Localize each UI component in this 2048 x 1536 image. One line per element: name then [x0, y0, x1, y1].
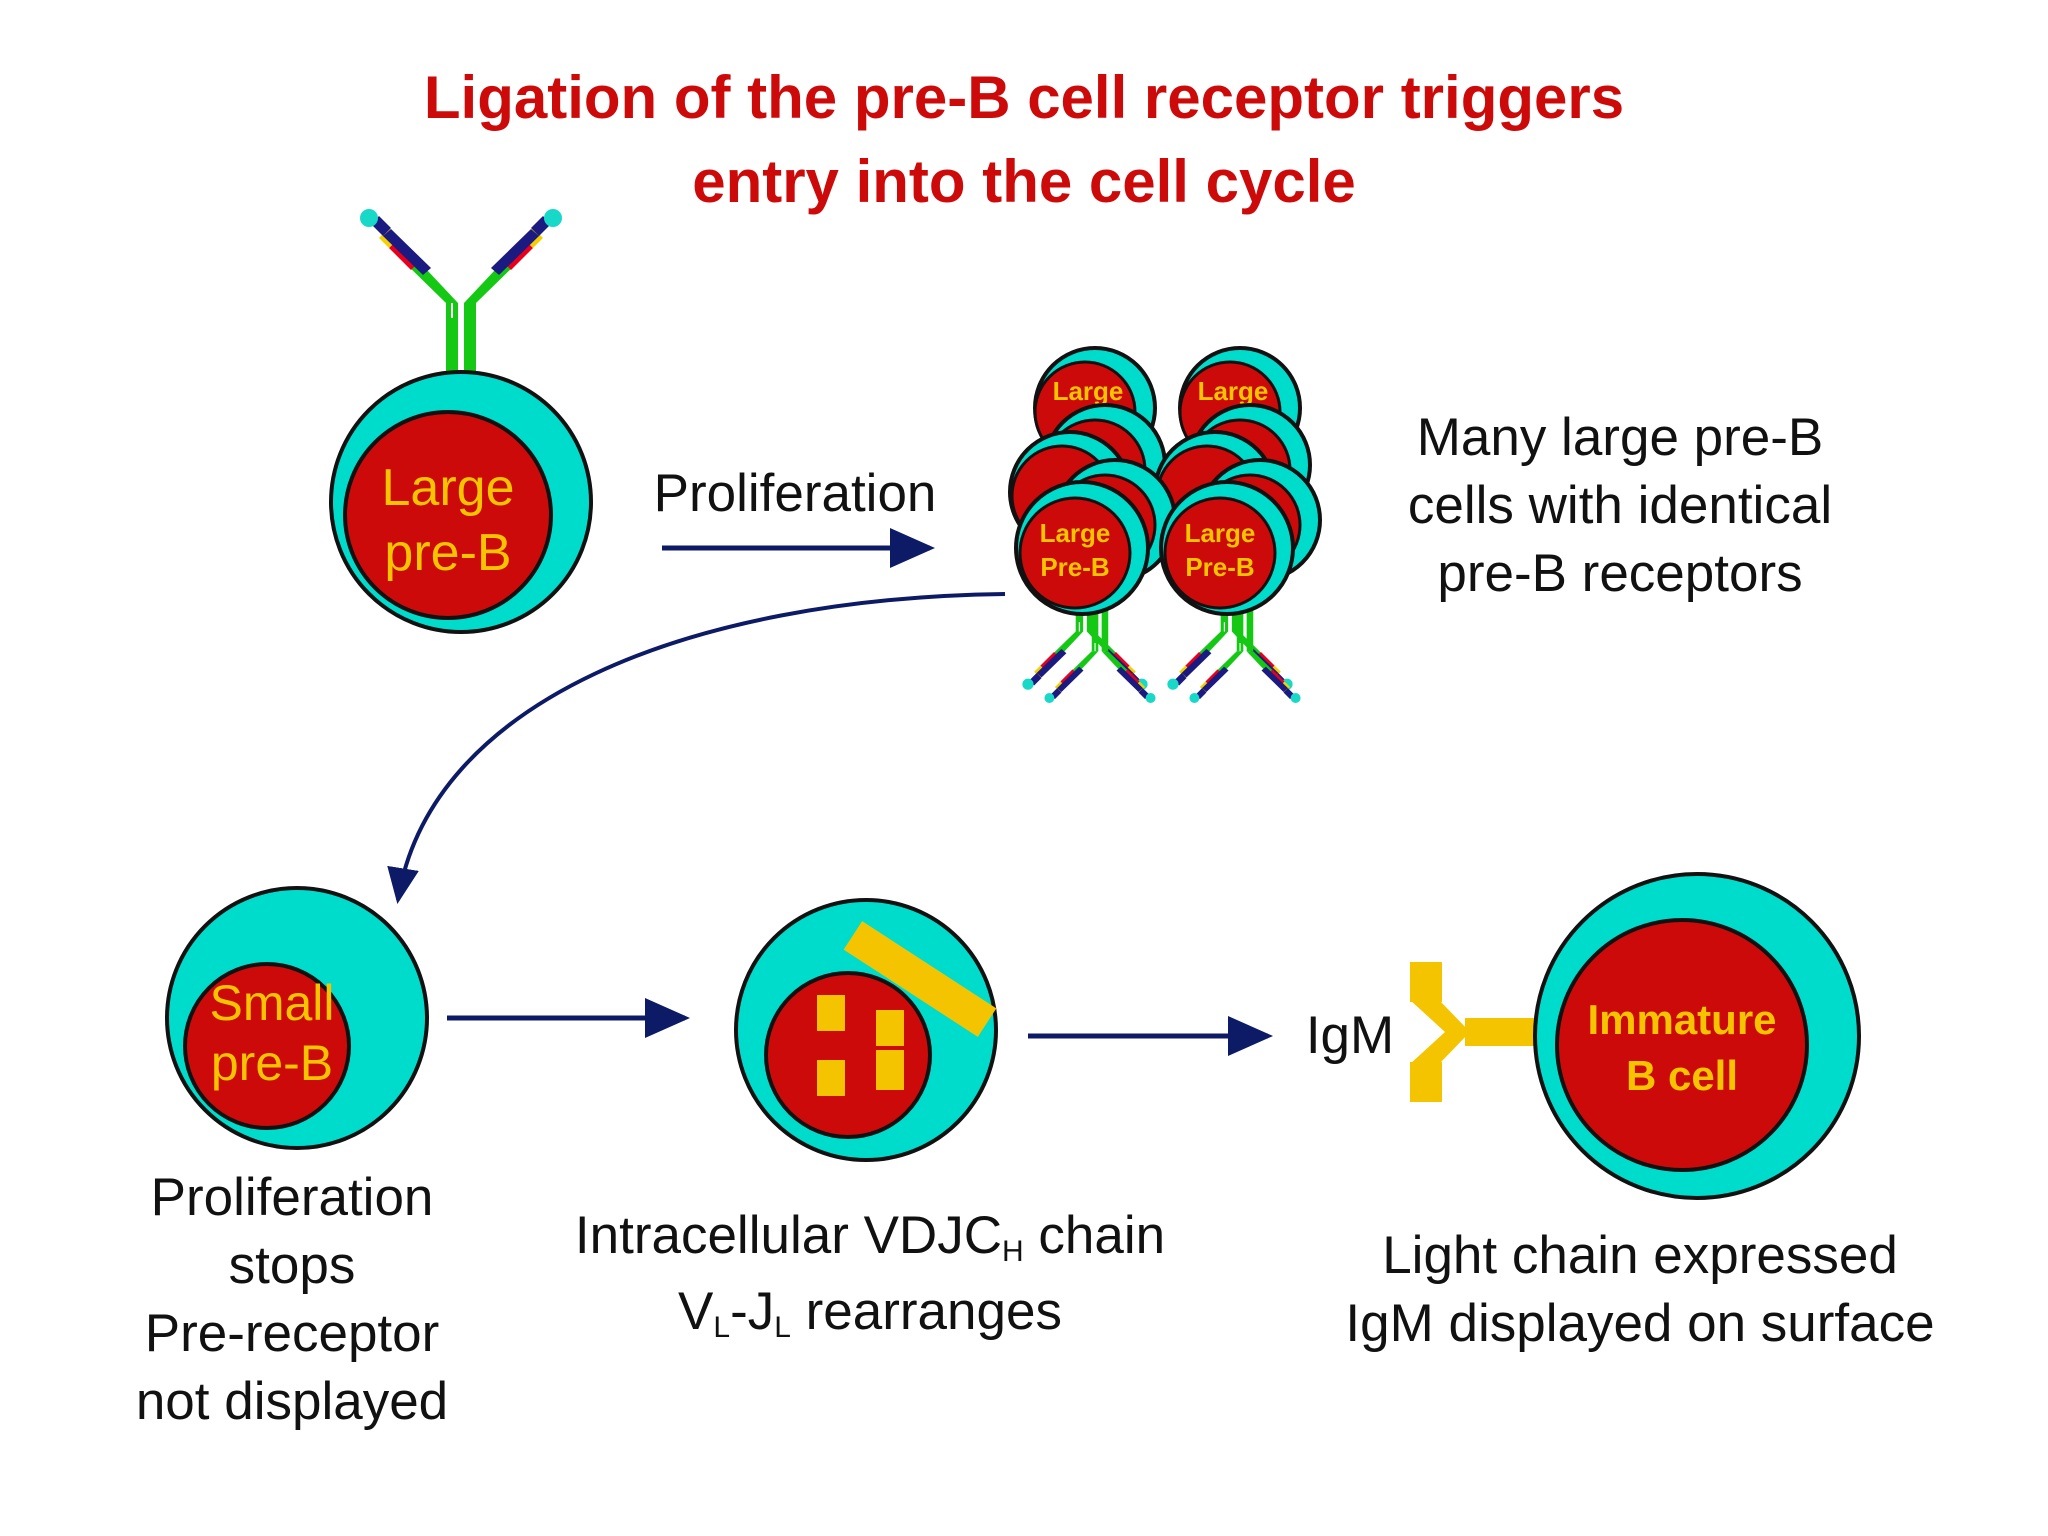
proliferation-label: Proliferation [653, 464, 937, 523]
clone-cell-front-left: Large Pre-B [1014, 480, 1150, 616]
intracellular-chain-cell [734, 898, 998, 1162]
cell-nucleus [183, 962, 351, 1130]
igm-receptor-icon [1410, 962, 1537, 1102]
small-caption-line-3: Pre-receptor [144, 1304, 440, 1363]
pre-b-receptor-icon [359, 208, 563, 379]
gene-segment-icon [876, 1050, 904, 1090]
intracellular-tail: chain [1023, 1206, 1166, 1265]
clonal-cell-cluster: Large Large Large Pre-B Large Pre-B [1008, 346, 1322, 704]
immature-label-bottom: B cell [1626, 1052, 1738, 1099]
curved-return-arrow [387, 592, 1006, 904]
vj-rearranges-label: VL-JL rearranges [500, 1278, 1240, 1362]
immature-b-cell: Immature B cell [1533, 872, 1861, 1200]
clone-label-top: Large [1040, 518, 1111, 548]
vj-j-subscript: L [774, 1311, 791, 1344]
large-preb-label-top: Large [382, 459, 515, 517]
vdjch-chain-bar-icon [843, 921, 997, 1037]
clone-cell-front-right: Large Pre-B [1159, 480, 1295, 616]
small-preb-label-bottom: pre-B [211, 1035, 333, 1091]
many-large-line-1: Many large pre-B [1416, 408, 1824, 467]
gene-segment-icon [817, 995, 845, 1031]
small-caption-line-4: not displayed [135, 1372, 449, 1431]
many-large-line-3: pre-B receptors [1437, 544, 1803, 603]
small-caption-line-2: stops [228, 1236, 356, 1295]
cell-nucleus [343, 410, 553, 620]
cell-nucleus [764, 971, 932, 1139]
clone-label-bottom: Pre-B [1185, 552, 1254, 582]
light-chain-line-1: Light chain expressed [1382, 1226, 1898, 1285]
many-large-line-2: cells with identical [1407, 476, 1833, 535]
igm-label: IgM [1305, 1006, 1395, 1065]
vj-tail: rearranges [790, 1282, 1062, 1341]
small-caption-line-1: Proliferation [150, 1168, 434, 1227]
large-preb-cell: Large pre-B [329, 208, 593, 634]
clone-label-top: Large [1198, 376, 1269, 406]
immature-label-top: Immature [1587, 996, 1776, 1043]
cell-nucleus [1555, 918, 1809, 1172]
small-preb-label-top: Small [209, 975, 334, 1031]
title-line-2: entry into the cell cycle [692, 148, 1356, 215]
title-line-1: Ligation of the pre-B cell receptor trig… [423, 64, 1625, 131]
gene-segment-icon [817, 1060, 845, 1096]
light-chain-line-2: IgM displayed on surface [1345, 1294, 1935, 1353]
clone-label-top: Large [1185, 518, 1256, 548]
clone-label-top: Large [1053, 376, 1124, 406]
intracellular-subscript: H [1001, 1235, 1024, 1268]
vj-v: V [678, 1282, 714, 1341]
clone-label-bottom: Pre-B [1040, 552, 1109, 582]
intracellular-label: Intracellular VDJCH chain [500, 1202, 1240, 1286]
vj-dash: -J [730, 1282, 775, 1341]
intracellular-main: Intracellular VDJC [574, 1206, 1002, 1265]
small-preb-cell: Small pre-B [165, 886, 429, 1150]
large-preb-label-bottom: pre-B [384, 524, 511, 582]
gene-segment-icon [876, 1010, 904, 1046]
vj-v-subscript: L [713, 1311, 731, 1344]
